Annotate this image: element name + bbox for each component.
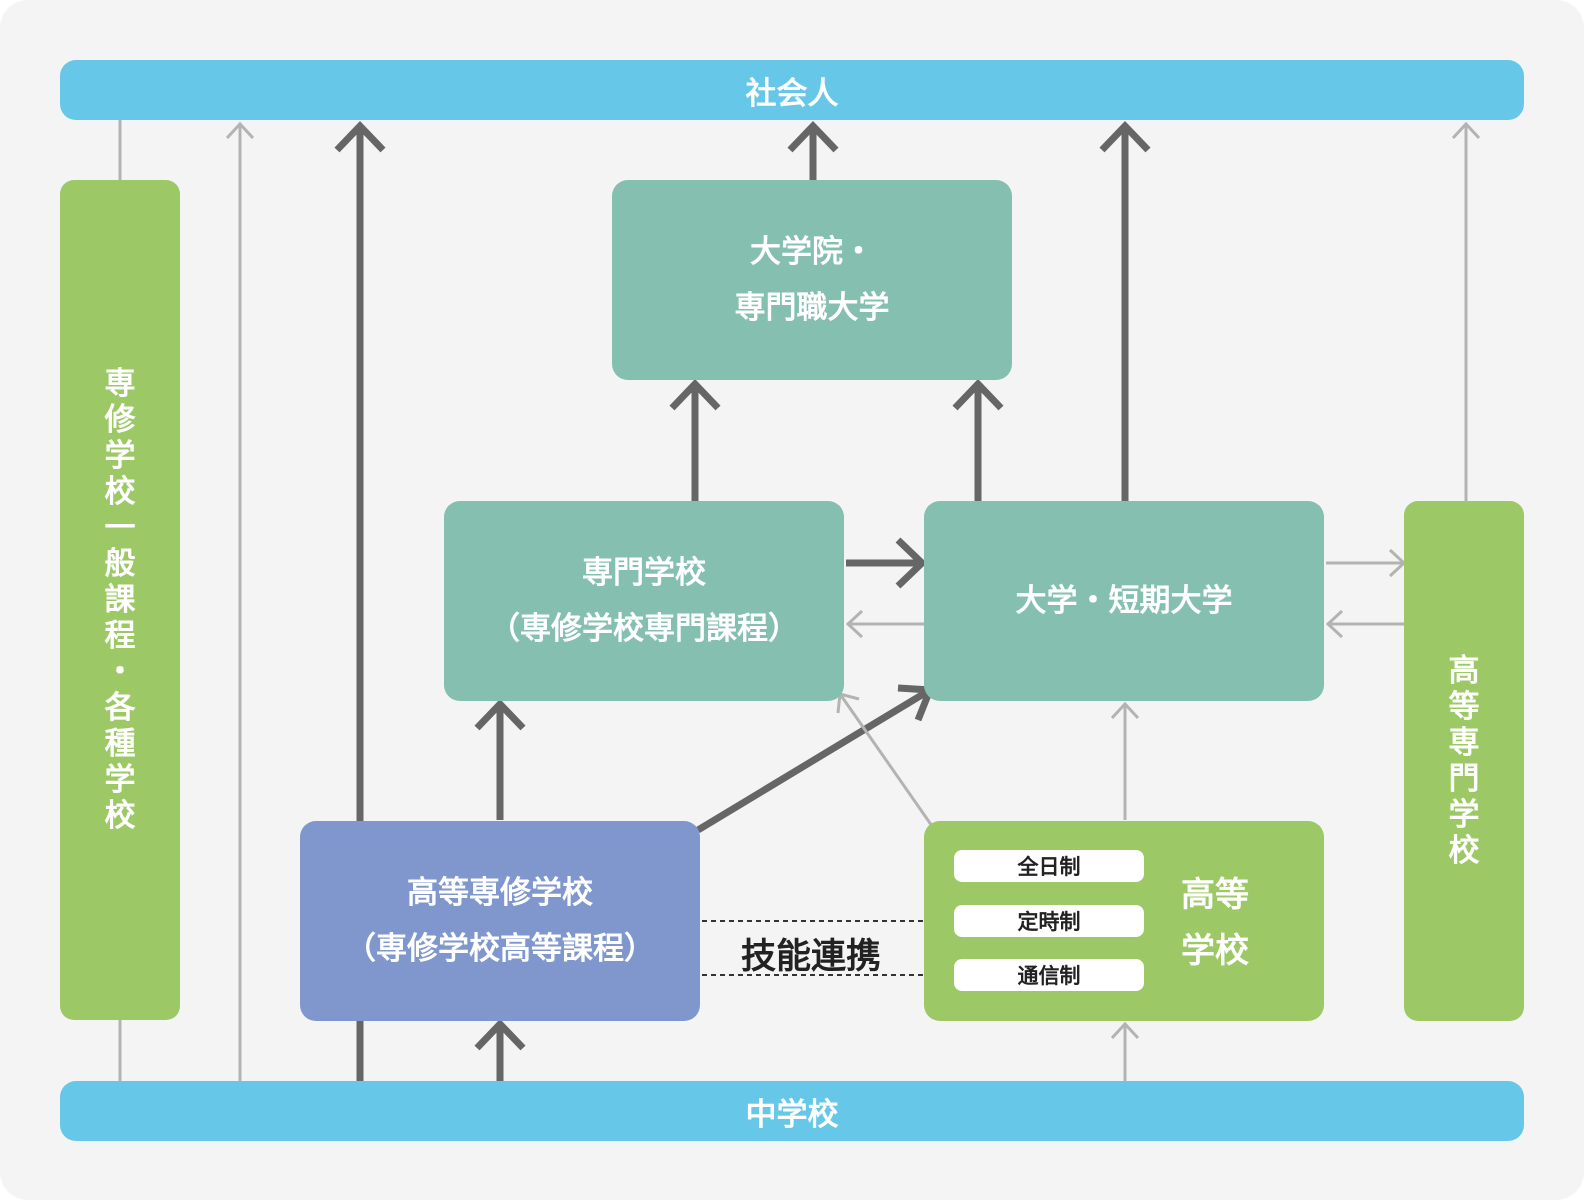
- left-vertical-char: 専: [104, 366, 136, 402]
- left-vertical-char: 学: [104, 762, 136, 798]
- left-vertical-char: 課: [104, 582, 136, 618]
- senmon-line2: （専修学校専門課程）: [489, 611, 799, 647]
- left-vertical-char: 校: [104, 474, 136, 510]
- top-bar-shakaijin: 社会人: [60, 60, 1524, 120]
- arrow-bottom-to-highschool-head: [1110, 1021, 1140, 1040]
- right-vertical-char: 専: [1448, 725, 1480, 761]
- right-vertical-char: 校: [1448, 833, 1480, 869]
- arrow-university-to-senmon-head: [845, 609, 864, 639]
- high-school-label: 高等 学校: [1160, 867, 1270, 979]
- right-vertical-char: 等: [1448, 689, 1480, 725]
- left-vertical-char: 修: [104, 402, 136, 438]
- arrow-senmon-to-graduate-head: [669, 378, 721, 411]
- pill-zennichisei: 全日制: [954, 850, 1144, 882]
- koto-line1: 高等専修学校: [407, 875, 593, 911]
- top-bar-label: 社会人: [745, 75, 839, 112]
- graduate-line2: 専門職大学: [734, 290, 890, 326]
- right-vertical-box: 高等専門学校: [1404, 501, 1524, 1021]
- pill-tsushinsei: 通信制: [954, 959, 1144, 991]
- left-vertical-char: ・: [104, 654, 136, 690]
- arrow-university-to-top-head: [1099, 120, 1151, 153]
- left-vertical-box: 専修学校一般課程・各種学校: [60, 180, 180, 1020]
- right-vertical-char: 高: [1448, 653, 1480, 689]
- arrow-highschool-to-senmon-shaft: [838, 693, 934, 827]
- arrow-right-to-university-head: [1325, 609, 1344, 639]
- arrow-highschool-to-university-head: [1110, 701, 1140, 720]
- arrow-highschool-to-senmon-head: [836, 692, 860, 714]
- graduate-line1: 大学院・: [750, 234, 874, 270]
- right-vertical-char: 学: [1448, 797, 1480, 833]
- university-box: 大学・短期大学: [924, 501, 1324, 701]
- left-vertical-char: 校: [104, 798, 136, 834]
- left-vertical-char: 程: [104, 618, 136, 654]
- arrow-thick-col360-head: [334, 120, 386, 153]
- left-vertical-char: 般: [104, 546, 136, 582]
- bottom-bar-label: 中学校: [745, 1096, 839, 1133]
- arrow-graduate-to-top-head: [787, 120, 839, 153]
- arrow-senmon-to-university-head: [895, 537, 928, 589]
- right-vertical-char: 門: [1448, 761, 1480, 797]
- arrow-koto-to-university-shaft: [696, 687, 932, 833]
- arrow-koto-to-senmon-head: [474, 698, 526, 731]
- senmon-line1: 専門学校: [582, 555, 706, 591]
- left-vertical-char: 種: [104, 726, 136, 762]
- arrow-bottom-to-koto-head: [474, 1018, 526, 1051]
- high-school-line2: 学校: [1181, 931, 1249, 971]
- bottom-bar-chugakko: 中学校: [60, 1081, 1524, 1141]
- left-vertical-char: 学: [104, 438, 136, 474]
- arrow-thin-col240-head: [225, 121, 255, 140]
- senmon-gakko-box: 専門学校 （専修学校専門課程）: [444, 501, 844, 701]
- university-label: 大学・短期大学: [1015, 583, 1233, 619]
- skill-link-label: 技能連携: [741, 937, 882, 977]
- high-school-line1: 高等: [1181, 875, 1249, 915]
- left-vertical-char: 各: [104, 690, 136, 726]
- arrow-right-to-top-head: [1451, 121, 1481, 140]
- arrow-university-to-graduate-head: [952, 378, 1004, 411]
- graduate-school-box: 大学院・ 専門職大学: [612, 180, 1012, 380]
- koto-line2: （専修学校高等課程）: [345, 931, 655, 967]
- pill-teijisei: 定時制: [954, 905, 1144, 937]
- koto-senshu-gakko-box: 高等専修学校 （専修学校高等課程）: [300, 821, 700, 1021]
- left-vertical-char: 一: [104, 510, 136, 546]
